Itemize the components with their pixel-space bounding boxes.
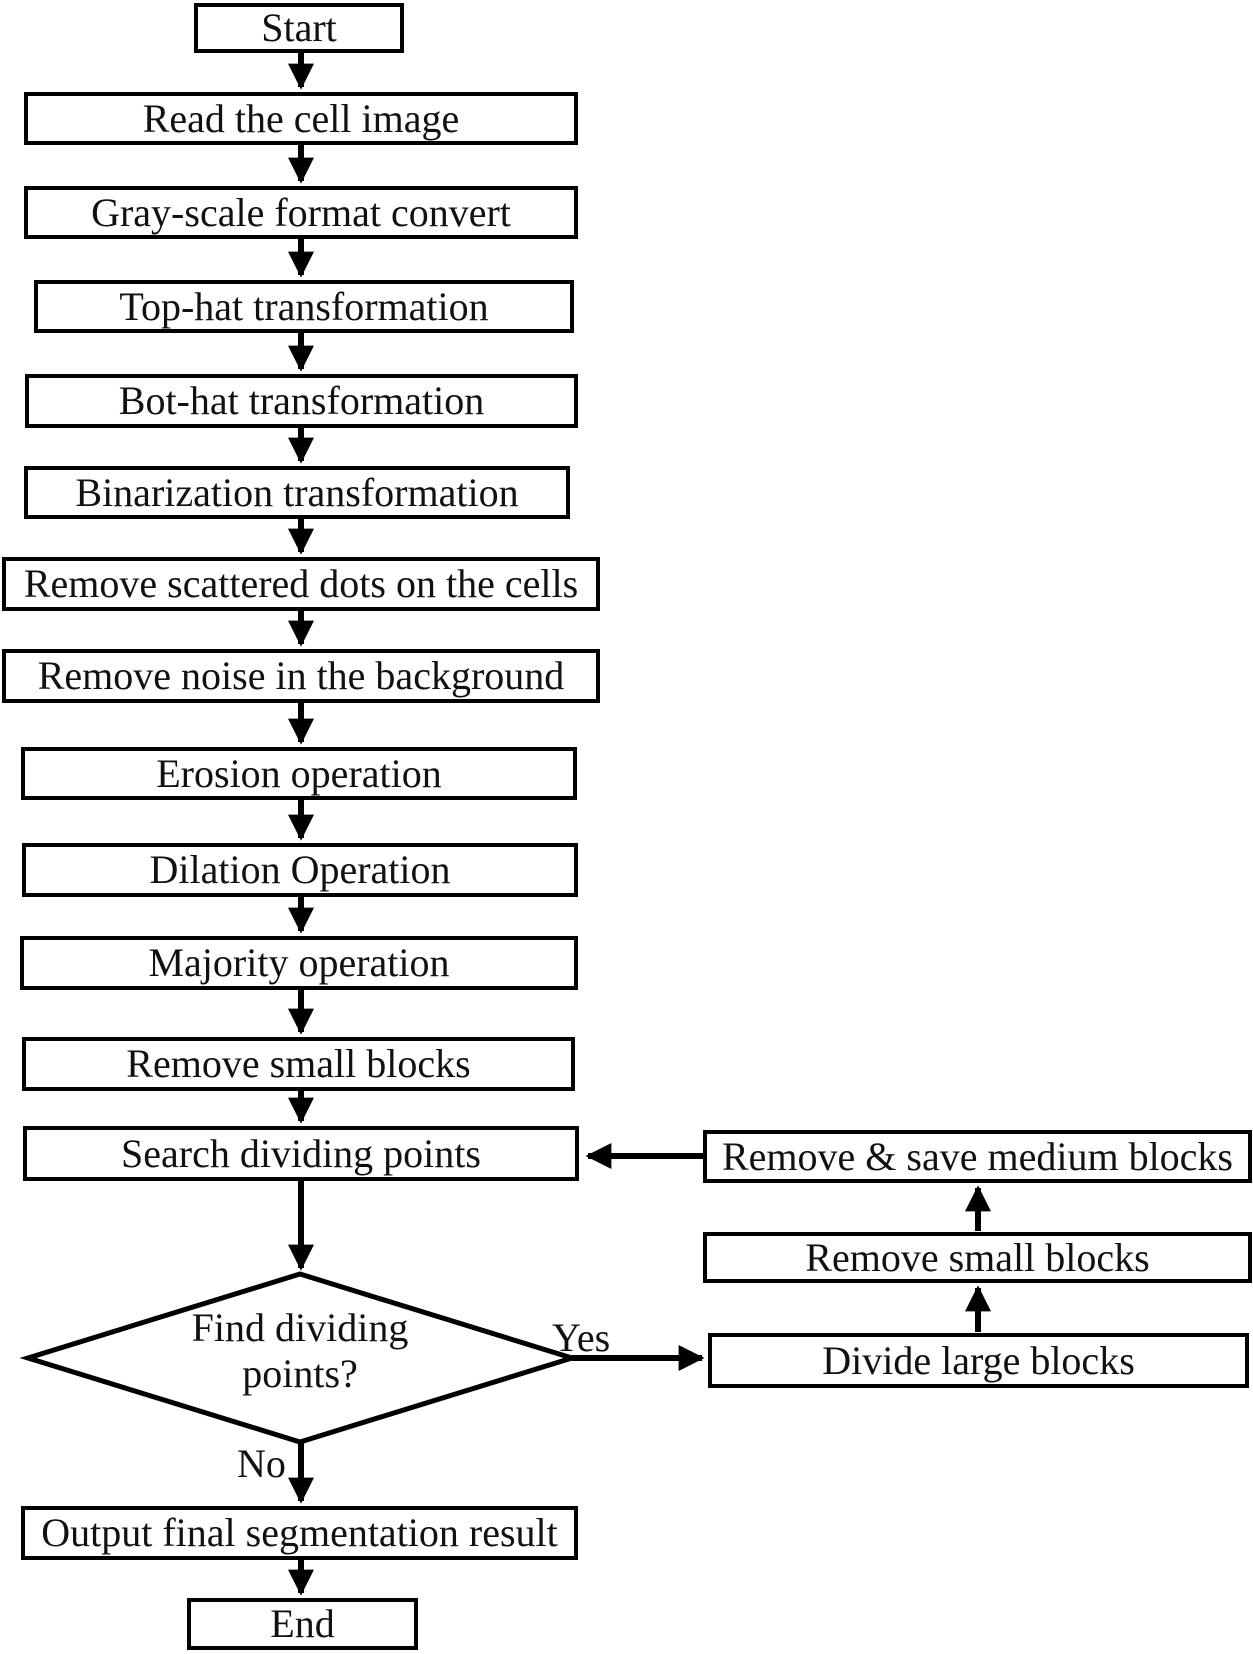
label-no: No [237,1441,286,1486]
node-read-cell-image: Read the cell image [24,92,578,145]
node-remove-scattered-dots: Remove scattered dots on the cells [2,557,600,611]
node-top-hat: Top-hat transformation [34,280,574,333]
node-output-final-result: Output final segmentation result [21,1506,578,1560]
node-remove-small-blocks: Remove small blocks [22,1037,575,1091]
node-start: Start [194,3,404,53]
node-gray-scale-convert: Gray-scale format convert [24,186,578,239]
decision-label-line1: Find dividing [191,1305,409,1350]
node-search-dividing-points: Search dividing points [23,1126,579,1181]
node-bot-hat: Bot-hat transformation [25,374,578,428]
node-remove-small-blocks-2: Remove small blocks [703,1232,1252,1283]
decision-find-dividing-points: Find dividing points? [100,1305,500,1397]
decision-label-line2: points? [242,1351,358,1396]
node-binarization: Binarization transformation [24,466,570,519]
node-remove-save-medium-blocks: Remove & save medium blocks [703,1130,1252,1183]
node-erosion: Erosion operation [21,747,577,800]
node-dilation: Dilation Operation [22,843,578,897]
node-end: End [187,1598,418,1650]
node-divide-large-blocks: Divide large blocks [708,1333,1249,1388]
node-remove-noise: Remove noise in the background [2,649,600,703]
label-yes: Yes [552,1315,611,1360]
node-majority: Majority operation [20,936,578,990]
